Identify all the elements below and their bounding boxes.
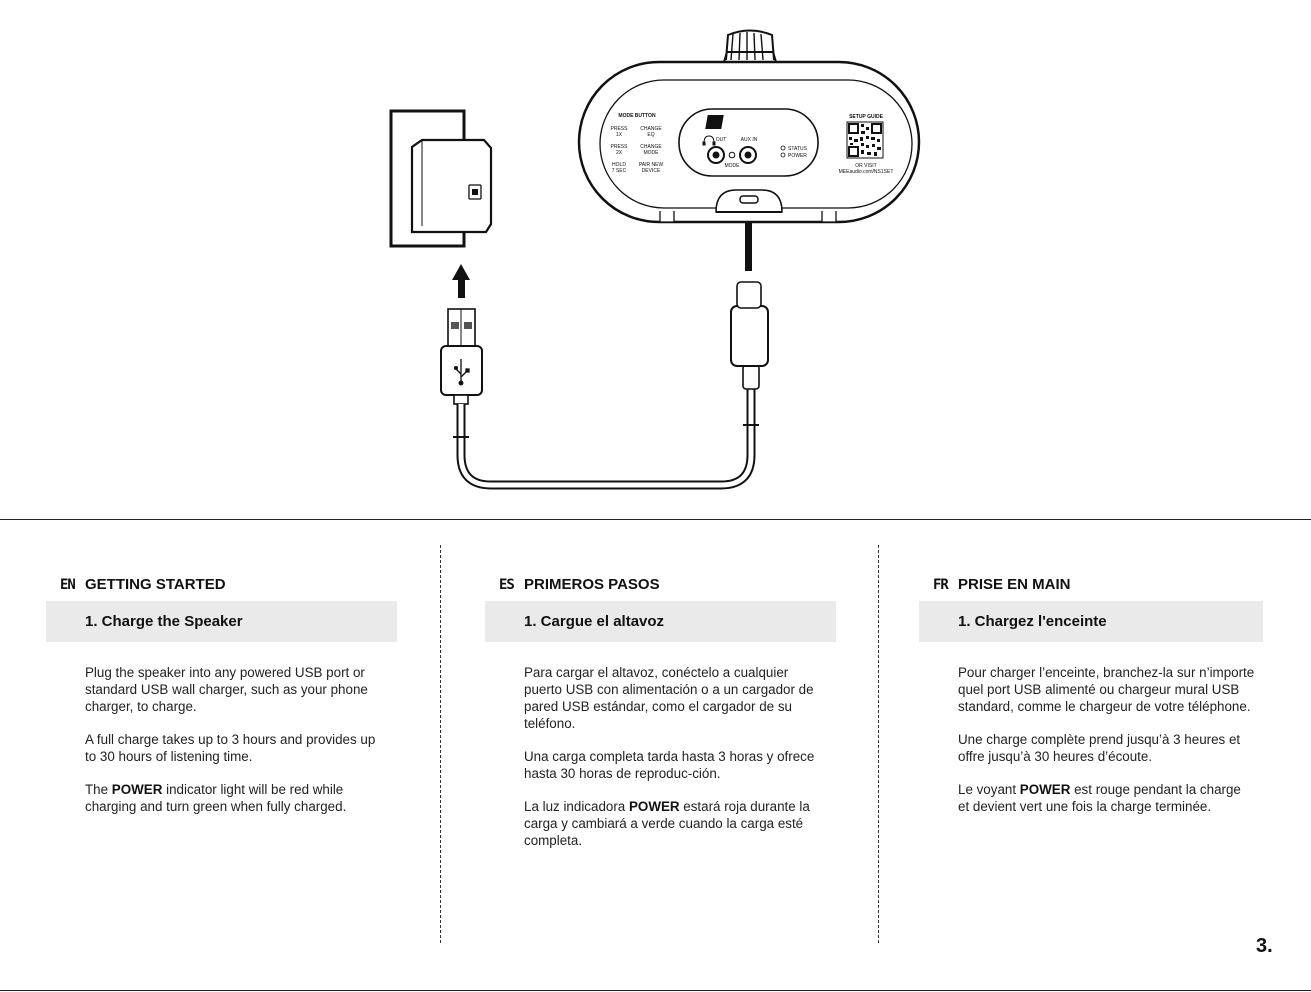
instructions: Pour charger l’enceinte, branchez-la sur… [919,664,1263,815]
power-keyword: POWER [1019,782,1071,797]
step-title: 1. Chargez l'enceinte [958,613,1107,630]
logo-text: MEE [735,118,759,130]
paragraph: The POWER indicator light will be red wh… [85,782,347,814]
column-en: EN GETTING STARTED 1. Charge the Speaker… [46,576,397,831]
page-bottom-rule [0,990,1311,991]
language-code: FR [933,577,949,593]
charging-cable [453,388,759,490]
or-visit-label: OR VISIT [855,163,876,169]
power-keyword: POWER [111,782,163,797]
svg-text:1X: 1X [616,132,623,138]
paragraph: Una carga completa tarda hasta 3 horas y… [524,749,815,781]
svg-text:MODE: MODE [644,150,660,156]
step-band: 1. Chargez l'enceinte [919,601,1263,642]
instructions: Plug the speaker into any powered USB po… [46,664,397,815]
paragraph: Pour charger l’enceinte, branchez-la sur… [958,665,1255,714]
power-keyword: POWER [628,799,680,814]
section-title: PRISE EN MAIN [958,576,1071,593]
paragraph: Para cargar el altavoz, conéctelo a cual… [524,665,814,731]
section-heading: ES PRIMEROS PASOS [485,576,836,600]
section-title: PRIMEROS PASOS [524,576,660,593]
language-code: EN [60,577,76,593]
column-es: ES PRIMEROS PASOS 1. Cargue el altavoz P… [485,576,836,865]
qr-code-icon [846,121,884,159]
status-label: STATUS [788,146,808,152]
step-title: 1. Cargue el altavoz [524,613,665,630]
section-heading: EN GETTING STARTED [46,576,397,600]
change-eq-label: CHANGE [640,126,662,132]
column-divider [878,545,879,943]
aux-in-label: AUX IN [741,137,758,143]
pair-new-device-label: PAIR NEW [639,162,664,168]
press-1x-label: PRESS [611,126,629,132]
step-band: 1. Cargue el altavoz [485,601,836,642]
setup-guide-label: SETUP GUIDE [849,114,883,120]
svg-text:EQ: EQ [647,132,654,138]
mode-label: MODE [725,163,741,169]
usb-c-plug [730,281,769,390]
out-label: OUT [716,137,727,143]
speaker-device: MEE [577,29,921,224]
section-title: GETTING STARTED [85,576,226,593]
step-band: 1. Charge the Speaker [46,601,397,642]
setup-url: MEEaudio.com/NS1SET [839,169,894,175]
paragraph: La luz indicadora POWER estará roja dura… [524,799,810,848]
paragraph: A full charge takes up to 3 hours and pr… [85,732,376,764]
hold-7sec-label: HOLD [612,162,626,168]
arrow-up-icon [452,264,470,298]
paragraph: Plug the speaker into any powered USB po… [85,665,368,714]
power-label: POWER [788,153,807,159]
svg-text:7 SEC: 7 SEC [612,168,627,174]
headphone-icon [702,135,716,146]
charging-illustration: MEE [389,29,921,490]
wall-outlet [389,109,493,248]
section-heading: FR PRISE EN MAIN [919,576,1263,600]
usb-a-plug [440,308,483,405]
paragraph: Une charge complète prend jusqu’à 3 heur… [958,732,1241,764]
column-fr: FR PRISE EN MAIN 1. Chargez l'enceinte P… [919,576,1263,831]
mode-button-label: MODE BUTTON [618,113,656,119]
change-mode-label: CHANGE [640,144,662,150]
column-divider [440,545,441,943]
press-2x-label: PRESS [611,144,629,150]
page-number: 3. [1256,935,1273,957]
step-title: 1. Charge the Speaker [85,613,243,630]
section-divider [0,519,1311,520]
language-code: ES [499,577,515,593]
usb-symbol-icon [453,359,470,386]
instructions: Para cargar el altavoz, conéctelo a cual… [485,664,836,849]
svg-text:DEVICE: DEVICE [642,168,661,174]
paragraph: Le voyant POWER est rouge pendant la cha… [958,782,1241,814]
svg-text:2X: 2X [616,150,623,156]
